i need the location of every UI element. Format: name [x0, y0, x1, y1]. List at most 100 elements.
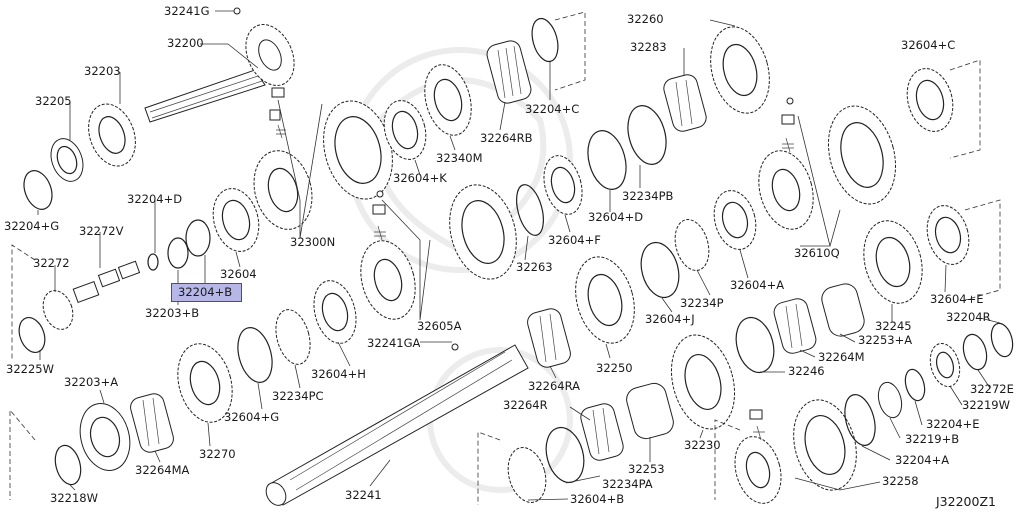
label-32241g[interactable]: 32241G	[164, 4, 210, 18]
label-32272[interactable]: 32272	[33, 256, 70, 270]
gear-32340m	[424, 64, 472, 136]
synchro-ring-32604b	[507, 447, 547, 503]
label-32234pc[interactable]: 32234PC	[272, 389, 324, 403]
cone-32234pb-a	[587, 130, 627, 190]
label-32340m[interactable]: 32340M	[436, 151, 483, 165]
cone-32234pb-b	[627, 105, 667, 165]
label-32604k[interactable]: 32604+K	[393, 171, 447, 185]
bearing-32203a	[79, 403, 131, 471]
label-32260[interactable]: 32260	[627, 12, 664, 26]
ring-32203b	[167, 237, 189, 269]
label-32234pb[interactable]: 32234PB	[622, 189, 674, 203]
label-32205[interactable]: 32205	[35, 94, 72, 108]
label-32264r[interactable]: 32264R	[503, 398, 548, 412]
label-32604c[interactable]: 32604+C	[901, 38, 956, 52]
label-32241[interactable]: 32241	[345, 488, 382, 502]
ring-32604g	[237, 327, 273, 383]
label-32272e[interactable]: 32272E	[970, 382, 1014, 396]
label-32225w[interactable]: 32225W	[6, 362, 54, 376]
label-32605a[interactable]: 32605A	[417, 319, 462, 333]
label-32245[interactable]: 32245	[875, 319, 912, 333]
label-32204c[interactable]: 32204+C	[525, 102, 580, 116]
sleeve-32253	[626, 382, 674, 440]
ring-32205	[50, 138, 84, 182]
bearing-32203	[88, 103, 136, 167]
diagram-code: J32200Z1	[936, 494, 996, 509]
label-32203[interactable]: 32203	[84, 64, 121, 78]
synchro-ring-32604h	[313, 280, 357, 344]
label-32604a[interactable]: 32604+A	[730, 278, 785, 292]
label-32264rb[interactable]: 32264RB	[480, 131, 533, 145]
ring-32204a	[844, 394, 876, 446]
needle-bearing-32264ra	[527, 308, 571, 368]
label-32253a[interactable]: 32253+A	[858, 333, 913, 347]
label-32219b[interactable]: 32219+B	[905, 432, 960, 446]
label-32200[interactable]: 32200	[167, 36, 204, 50]
ring-32204b	[185, 219, 211, 257]
needle-bearing-32264rb	[486, 40, 532, 104]
label-32218w[interactable]: 32218W	[50, 491, 98, 505]
label-32234p[interactable]: 32234P	[680, 296, 724, 310]
label-32604[interactable]: 32604	[220, 267, 257, 281]
label-32610q[interactable]: 32610Q	[794, 246, 840, 260]
label-32264m[interactable]: 32264M	[818, 350, 865, 364]
label-32204r[interactable]: 32204R	[946, 310, 991, 324]
ring-32218w	[54, 444, 82, 486]
label-32203b[interactable]: 32203+B	[145, 306, 200, 320]
label-32204a[interactable]: 32204+A	[895, 453, 950, 467]
label-32219w[interactable]: 32219W	[962, 398, 1010, 412]
gear-32245	[863, 220, 923, 304]
synchro-ring-32604a	[713, 190, 757, 250]
synchro-ring-32604c	[906, 68, 954, 132]
label-32604f[interactable]: 32604+F	[548, 233, 601, 247]
label-32204g[interactable]: 32204+G	[4, 219, 60, 233]
ring-32225w	[18, 316, 46, 354]
label-32604b[interactable]: 32604+B	[570, 492, 625, 506]
gear-32260	[710, 26, 770, 114]
label-32270[interactable]: 32270	[199, 447, 236, 461]
label-32300n[interactable]: 32300N	[290, 235, 336, 249]
label-32264ma[interactable]: 32264MA	[135, 463, 190, 477]
label-32230[interactable]: 32230	[684, 438, 721, 452]
label-32283[interactable]: 32283	[630, 40, 667, 54]
label-32253[interactable]: 32253	[628, 462, 665, 476]
plunger-assembly	[42, 253, 159, 330]
label-32604j[interactable]: 32604+J	[645, 312, 695, 326]
main-shaft-32241	[265, 343, 529, 506]
label-32604e[interactable]: 32604+E	[930, 292, 984, 306]
label-32604d[interactable]: 32604+D	[588, 210, 644, 224]
highlight-box[interactable]	[171, 283, 242, 302]
label-32203a[interactable]: 32203+A	[64, 375, 119, 389]
label-32241ga[interactable]: 32241GA	[367, 336, 421, 350]
hub-32258	[734, 409, 782, 504]
ring-32604j	[640, 241, 680, 299]
ring-32246	[735, 316, 775, 374]
label-32246[interactable]: 32246	[788, 364, 825, 378]
cone-32234pa	[545, 426, 585, 484]
label-32250[interactable]: 32250	[596, 361, 633, 375]
label-32604g[interactable]: 32604+G	[224, 410, 280, 424]
cone-32234pc	[275, 309, 311, 365]
ring-32219b	[877, 381, 903, 419]
needle-bearing-32264m	[773, 298, 817, 354]
label-32204e[interactable]: 32204+E	[926, 417, 980, 431]
label-32234pa[interactable]: 32234PA	[602, 477, 653, 491]
sleeve-32605a	[372, 184, 517, 280]
hub-32300n	[253, 87, 313, 230]
label-32258[interactable]: 32258	[882, 474, 919, 488]
label-32263[interactable]: 32263	[516, 260, 553, 274]
hub-32610q	[758, 97, 814, 230]
label-32264ra[interactable]: 32264RA	[528, 379, 580, 393]
synchro-ring-32604e	[926, 205, 970, 265]
label-32204d[interactable]: 32204+D	[127, 192, 183, 206]
gear-32250	[575, 256, 635, 344]
sleeve-upper-left	[323, 100, 393, 200]
synchro-ring-32604d	[543, 155, 583, 215]
snap-ring-32204c	[531, 17, 559, 63]
sleeve-32610q	[827, 105, 897, 205]
label-32204b[interactable]: 32204+B	[178, 285, 233, 299]
label-32604h[interactable]: 32604+H	[311, 367, 366, 381]
label-32272v[interactable]: 32272V	[79, 224, 124, 238]
sleeve-32253a	[821, 283, 865, 337]
